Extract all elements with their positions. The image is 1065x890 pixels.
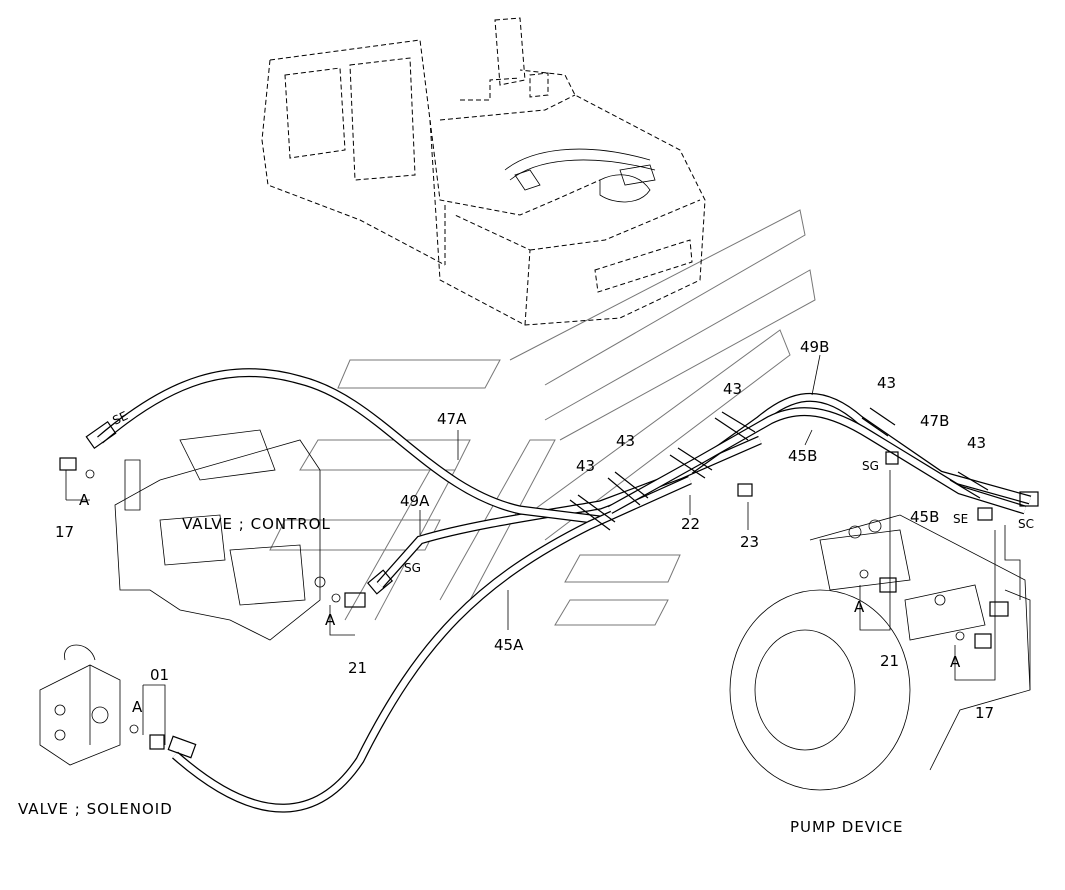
label-49b: 49B — [800, 338, 829, 356]
label-49a: 49A — [400, 492, 430, 510]
part-labels: SE 47A 49A SG 45A 49B 45B 45B 47B 43 43 … — [55, 338, 1034, 722]
label-sg-right: SG — [862, 459, 879, 473]
pump-device-drawing — [729, 514, 1031, 791]
hose-47a — [97, 368, 601, 525]
label-47a: 47A — [437, 410, 467, 428]
label-43-c: 43 — [576, 457, 595, 475]
label-17-right: 17 — [975, 704, 994, 722]
label-45b-top: 45B — [788, 447, 817, 465]
hose-45a — [172, 475, 692, 813]
label-45b-right: 45B — [910, 508, 939, 526]
label-01: 01 — [150, 666, 169, 684]
label-22: 22 — [681, 515, 700, 533]
label-23: 23 — [740, 533, 759, 551]
label-21-left: 21 — [348, 659, 367, 677]
control-valve-drawing — [114, 429, 326, 641]
label-se-right: SE — [953, 512, 968, 526]
label-sg-left: SG — [404, 561, 421, 575]
label-21-right: 21 — [880, 652, 899, 670]
label-a-mid: A — [325, 611, 336, 629]
label-a-sol: A — [132, 698, 143, 716]
label-sc-right: SC — [1018, 517, 1034, 531]
captions: VALVE ; CONTROL VALVE ; SOLENOID PUMP DE… — [18, 515, 903, 836]
excavator-drawing — [261, 17, 706, 326]
caption-solenoid-valve: VALVE ; SOLENOID — [18, 800, 173, 818]
label-a-pump1: A — [854, 598, 865, 616]
label-43-d: 43 — [877, 374, 896, 392]
hose-49a — [376, 435, 762, 588]
clamps — [569, 407, 989, 531]
watermark-logo — [269, 209, 816, 626]
label-43-e: 43 — [967, 434, 986, 452]
label-a-pump2: A — [950, 653, 961, 671]
label-47b: 47B — [920, 412, 949, 430]
caption-pump-device: PUMP DEVICE — [790, 818, 903, 836]
leader-lines — [65, 354, 1021, 745]
hose-45b — [607, 407, 1027, 515]
hose-49b — [687, 393, 1032, 505]
label-se-left: SE — [110, 409, 130, 428]
label-43-b: 43 — [616, 432, 635, 450]
label-43-a: 43 — [723, 380, 742, 398]
fittings — [59, 420, 1039, 759]
label-a-left: A — [79, 491, 90, 509]
label-17-left: 17 — [55, 523, 74, 541]
caption-control-valve: VALVE ; CONTROL — [182, 515, 331, 533]
solenoid-valve-drawing — [39, 644, 121, 766]
label-45a: 45A — [494, 636, 524, 654]
